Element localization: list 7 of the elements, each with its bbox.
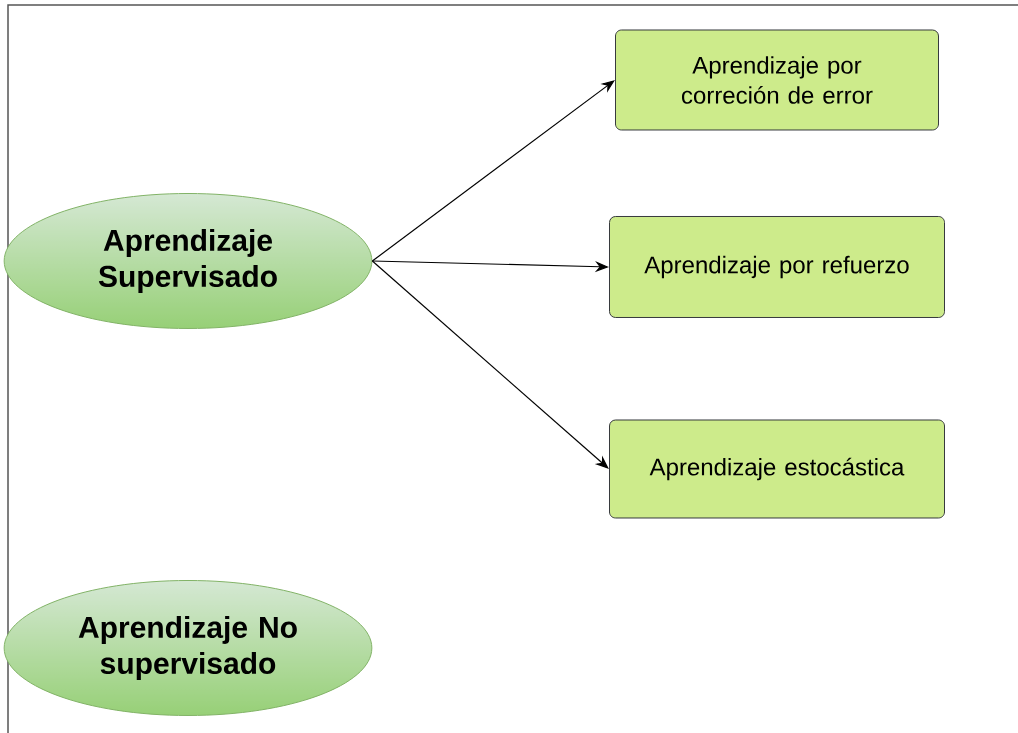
- ellipse-node: Aprendizaje Supervisado: [3, 193, 373, 329]
- process-box: Aprendizaje estocástica: [609, 419, 945, 519]
- ellipse-node: Aprendizaje No supervisado: [3, 580, 373, 716]
- process-box: Aprendizaje por correción de error: [615, 29, 939, 131]
- arrow: [371, 80, 615, 262]
- process-box: Aprendizaje por refuerzo: [609, 216, 945, 318]
- arrow: [371, 260, 609, 469]
